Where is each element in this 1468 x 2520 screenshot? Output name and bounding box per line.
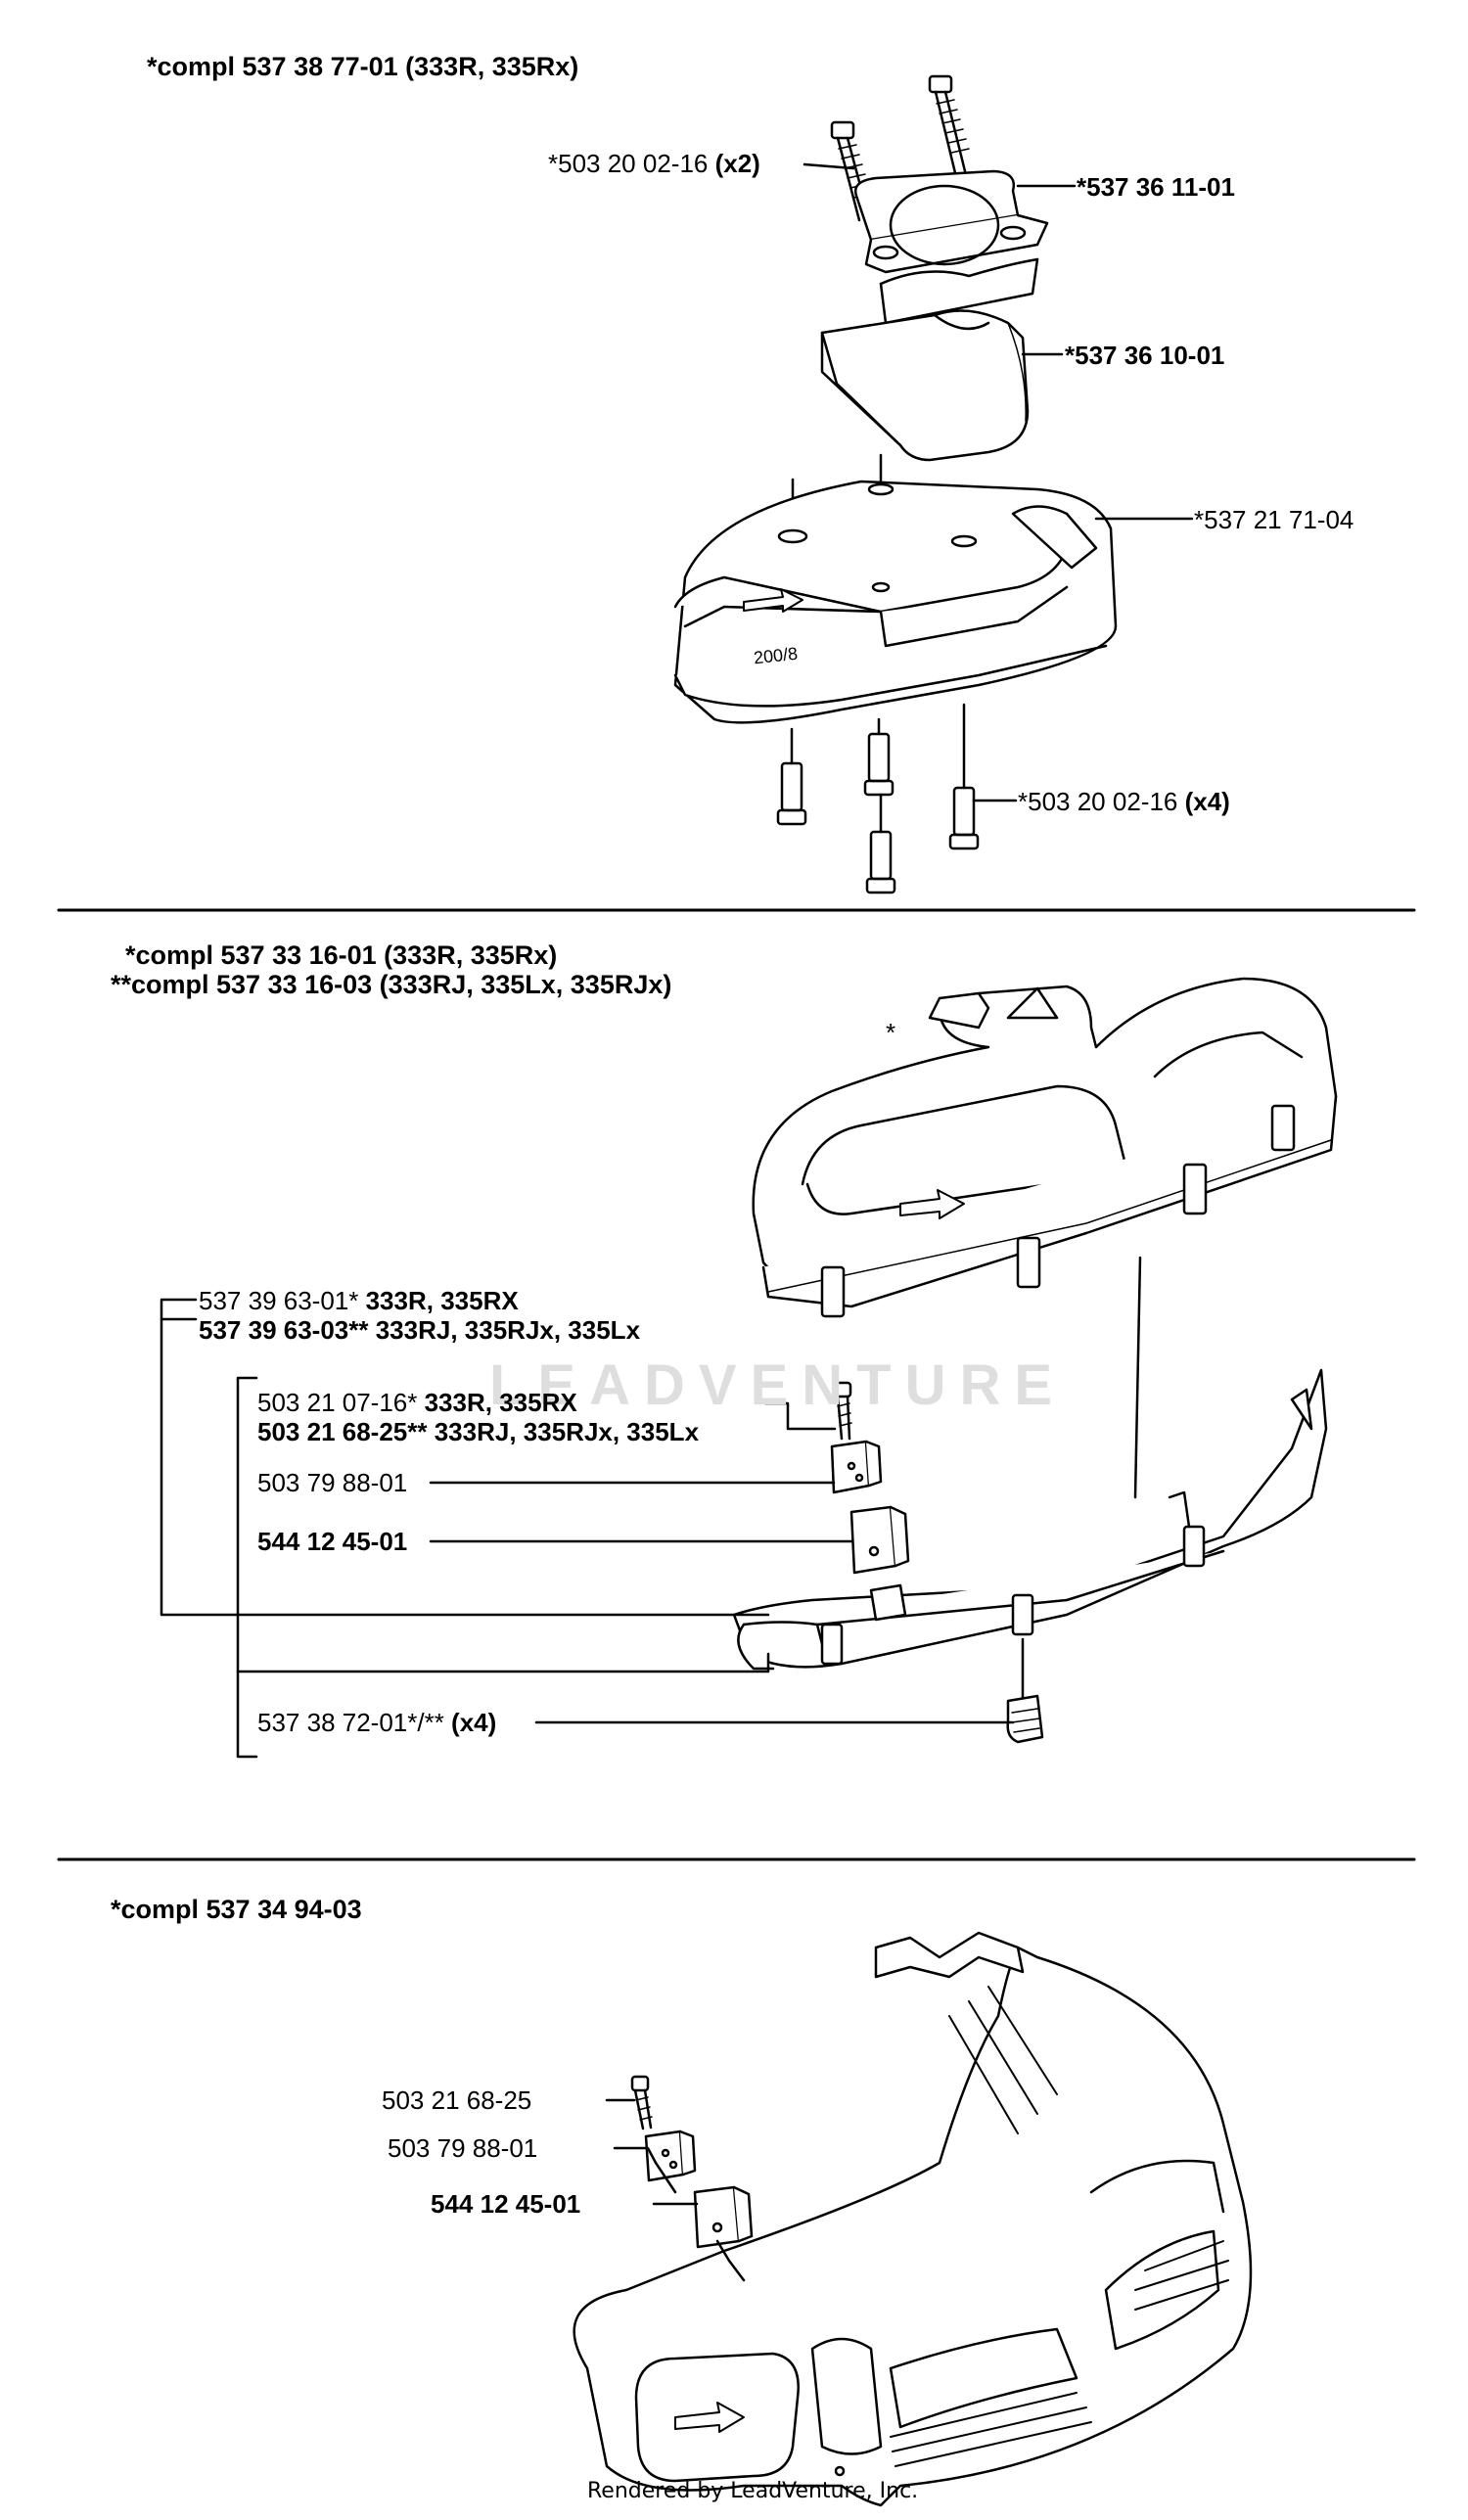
section-3-heading: *compl 537 34 94-03 xyxy=(111,1895,362,1924)
plate-503-79-s3 xyxy=(644,2130,697,2182)
kit-bracket-outer xyxy=(160,1298,770,1617)
callout-text-part: 333RJ, 335RJx, 335Lx xyxy=(434,1417,700,1446)
screw-503-21-68 xyxy=(630,2075,653,2131)
callout-text-part: *537 36 11-01 xyxy=(1077,172,1235,202)
callout-s2-knife: 544 12 45-01 xyxy=(257,1527,407,1556)
callout-s2-kit-b: 537 39 63-03** 333RJ, 335RJx, 335Lx xyxy=(199,1315,640,1345)
callout-text-part: 333R, 335RX xyxy=(424,1388,577,1417)
clip-537-38 xyxy=(1006,1637,1044,1744)
callout-text-part: 537 38 72-01*/** xyxy=(257,1708,452,1737)
callout-s3-knife: 544 12 45-01 xyxy=(431,2189,580,2219)
callout-text-part: 537 39 63-03** xyxy=(199,1315,376,1345)
callout-text-part: *537 36 10-01 xyxy=(1065,341,1225,370)
assembly-line xyxy=(1133,1256,1142,1499)
callout-s2-kit-a: 537 39 63-01* 333R, 335RX xyxy=(199,1286,519,1315)
screw-503-21 xyxy=(833,1381,852,1441)
callout-s2-screw-b: 503 21 68-25** 333RJ, 335RJx, 335Lx xyxy=(257,1417,699,1446)
knife-544-12-s3 xyxy=(693,2185,754,2249)
clamp-part xyxy=(853,169,1049,325)
upper-guard-section xyxy=(752,977,1338,1318)
bottom-screw-3 xyxy=(948,703,980,850)
callout-text-part: 503 79 88-01 xyxy=(257,1468,408,1497)
callout-text-part: 503 21 68-25 xyxy=(382,2085,532,2115)
callout-text-part: *503 20 02-16 xyxy=(1018,787,1185,816)
plate-503-79 xyxy=(830,1440,883,1494)
callout-text-part: *537 21 71-04 xyxy=(1194,505,1354,534)
trimmer-guard-200-8 xyxy=(673,480,1118,724)
section-2-heading-line-1: *compl 537 33 16-01 (333R, 335Rx) xyxy=(125,940,558,970)
guard-model-marking: 200/8 xyxy=(753,643,799,668)
callout-text-part: 503 79 88-01 xyxy=(388,2133,538,2163)
footer-credit: Rendered by LeadVenture, Inc. xyxy=(587,2479,919,2503)
callout-text-part: (x4) xyxy=(451,1708,497,1737)
callout-text-part: 503 21 68-25** xyxy=(257,1417,435,1446)
top-screw-right xyxy=(928,74,970,183)
callout-s3-screw: 503 21 68-25 xyxy=(382,2085,531,2115)
callout-text-part: 333R, 335RX xyxy=(365,1286,519,1315)
guard-537-34 xyxy=(573,1931,1253,2507)
mount-part xyxy=(820,309,1030,462)
bottom-screw-4 xyxy=(865,793,896,894)
watermark: LEADVENTURE xyxy=(489,1353,1067,1417)
callout-s1-clamp: *537 36 11-01 xyxy=(1077,172,1235,202)
callout-text-part: 333RJ, 335RJx, 335Lx xyxy=(375,1315,641,1345)
callout-text-part: * xyxy=(886,1018,896,1047)
callout-s2-star: * xyxy=(886,1018,895,1047)
callout-text-part: 503 21 07-16* xyxy=(257,1388,425,1417)
section-2-heading-line-2: **compl 537 33 16-03 (333RJ, 335Lx, 335R… xyxy=(111,970,672,999)
callout-text-part: 537 39 63-01* xyxy=(199,1286,366,1315)
callout-s2-plate: 503 79 88-01 xyxy=(257,1468,407,1497)
callout-text-part: 544 12 45-01 xyxy=(431,2189,581,2219)
callout-text-part: 544 12 45-01 xyxy=(257,1527,408,1556)
callout-text-part: (x4) xyxy=(1184,787,1230,816)
callout-text-part: *503 20 02-16 xyxy=(548,149,715,178)
section-1-heading: *compl 537 38 77-01 (333R, 335Rx) xyxy=(147,52,579,81)
callout-s2-screw-a: 503 21 07-16* 333R, 335RX xyxy=(257,1388,577,1417)
callout-s1-screw-bottom: *503 20 02-16 (x4) xyxy=(1018,787,1230,816)
callout-s1-guard: *537 21 71-04 xyxy=(1194,505,1353,534)
callout-s1-mount: *537 36 10-01 xyxy=(1065,341,1224,370)
bottom-screw-2 xyxy=(863,717,895,797)
lower-guard-section xyxy=(732,1368,1328,1671)
callout-text-part: (x2) xyxy=(714,149,760,178)
kit-bracket-inner xyxy=(236,1376,258,1759)
bottom-screw-1 xyxy=(776,727,807,826)
callout-s1-screw-top: *503 20 02-16 (x2) xyxy=(548,149,760,178)
callout-s2-clip: 537 38 72-01*/** (x4) xyxy=(257,1708,496,1737)
callout-s3-plate: 503 79 88-01 xyxy=(388,2133,537,2163)
knife-544-12 xyxy=(849,1505,910,1575)
